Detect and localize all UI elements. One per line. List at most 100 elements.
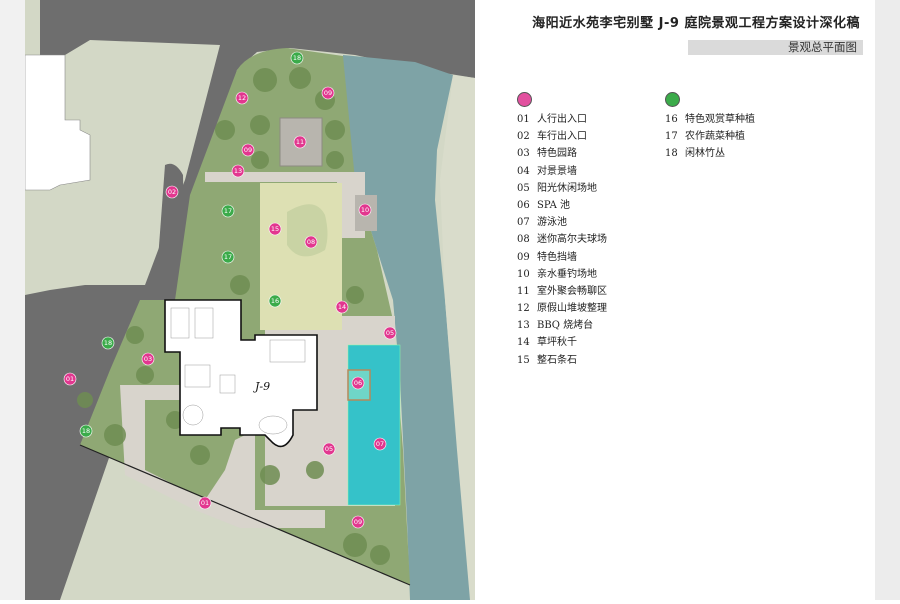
trees	[77, 67, 390, 565]
legend-item: 05 阳光休闲场地	[517, 180, 607, 197]
legend-item: 07 游泳池	[517, 214, 607, 231]
legend-item: 14 草坪秋千	[517, 334, 607, 351]
marker-number: 08	[307, 238, 315, 246]
legend-label: 游泳池	[537, 217, 567, 229]
legend-number: 12	[517, 303, 530, 315]
legend-number: 13	[517, 320, 530, 332]
pink-marker	[293, 135, 307, 149]
green-marker	[221, 204, 235, 218]
legend-label: 阳光休闲场地	[537, 182, 597, 194]
legend-label: 迷你高尔夫球场	[537, 234, 607, 246]
pink-marker	[231, 164, 245, 178]
garden-path	[120, 385, 325, 528]
legend-item: 09 特色挡墙	[517, 249, 607, 266]
marker-number: 14	[338, 303, 346, 311]
pink-marker	[321, 86, 335, 100]
legend-number: 03	[517, 148, 530, 160]
road	[25, 0, 475, 600]
green-marker	[101, 336, 115, 350]
legend-label: 特色挡墙	[537, 251, 577, 263]
legend-item: 01 人行出入口	[517, 111, 607, 128]
far-bank	[440, 75, 475, 600]
marker-number: 10	[361, 206, 369, 214]
legend-number: 17	[665, 131, 678, 143]
legend-item: 15 整石条石	[517, 352, 607, 369]
legend-number: 09	[517, 251, 530, 263]
legend-label: 人行出入口	[537, 114, 587, 125]
marker-number: 01	[201, 499, 209, 507]
green-marker	[79, 424, 93, 438]
subtitle-bar: 景观总平面图	[688, 40, 863, 55]
legend-item: 11 室外聚会畅聊区	[517, 283, 607, 300]
pink-marker	[373, 437, 387, 451]
pink-marker	[304, 235, 318, 249]
paving-path	[205, 172, 365, 182]
legend-number: 07	[517, 217, 530, 229]
marker-number: 11	[296, 138, 304, 146]
legend-number: 14	[517, 337, 530, 349]
legend-number: 08	[517, 234, 530, 246]
legend-label: 草坪秋千	[537, 337, 577, 349]
page-margin-left	[0, 0, 25, 600]
legend-number: 11	[517, 285, 530, 297]
pink-marker	[322, 442, 336, 456]
driveway	[155, 163, 185, 300]
legend-number: 06	[517, 199, 530, 211]
legend-label: 农作蔬菜种植	[685, 131, 745, 143]
legend-label: 原假山堆坡整理	[537, 303, 607, 315]
green-marker	[268, 294, 282, 308]
legend-number: 15	[517, 354, 530, 366]
marker-number: 05	[325, 445, 333, 453]
legend-number: 01	[517, 114, 530, 125]
pink-marker	[235, 91, 249, 105]
legend-label: 车行出入口	[537, 131, 587, 143]
legend-label: 特色园路	[537, 148, 577, 160]
marker-number: 01	[66, 375, 74, 383]
floor-plan-details	[170, 307, 306, 435]
putting-green	[287, 204, 328, 257]
marker-number: 18	[104, 339, 112, 347]
legend-number: 18	[665, 148, 678, 160]
legend-number: 05	[517, 182, 530, 194]
marker-number: 05	[386, 329, 394, 337]
villa-label: J-9	[253, 380, 270, 393]
pink-marker	[351, 376, 365, 390]
legend-number: 10	[517, 268, 530, 280]
legend-item: 12 原假山堆坡整理	[517, 300, 607, 317]
legend-label: 整石条石	[537, 354, 577, 366]
green-marker	[290, 51, 304, 65]
page-margin-right	[875, 0, 900, 600]
legend-label: 室外聚会畅聊区	[537, 285, 607, 297]
pink-marker	[351, 515, 365, 529]
legend-item: 17 农作蔬菜种植	[665, 128, 755, 145]
legend-label: BBQ 烧烤台	[537, 320, 594, 332]
drawing-subtitle: 景观总平面图	[788, 40, 857, 54]
marker-number: 03	[144, 355, 152, 363]
pink-marker	[383, 326, 397, 340]
swimming-pool	[347, 344, 401, 506]
marker-number: 18	[82, 427, 90, 435]
legend-item: 03 特色园路	[517, 145, 607, 162]
villa-footprint	[164, 299, 318, 448]
legend-label: SPA 池	[537, 199, 571, 211]
marker-number: 18	[293, 54, 301, 62]
legend-item: 06 SPA 池	[517, 197, 607, 214]
marker-number: 09	[354, 518, 362, 526]
pink-marker-icon	[517, 92, 532, 107]
marker-number: 09	[244, 146, 252, 154]
pink-marker	[358, 203, 372, 217]
neighbour-building	[24, 54, 91, 191]
pink-marker	[241, 143, 255, 157]
pink-marker	[165, 185, 179, 199]
pink-marker	[63, 372, 77, 386]
pink-marker	[141, 352, 155, 366]
